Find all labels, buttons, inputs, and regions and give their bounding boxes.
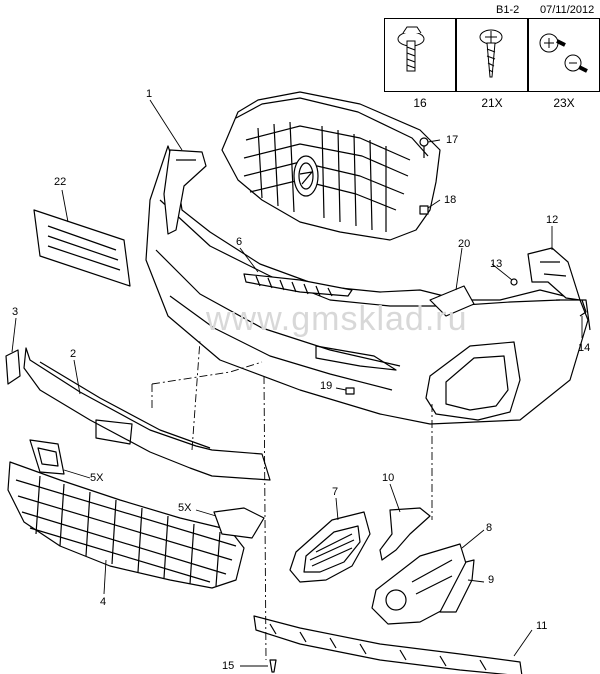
fog-lamp-trim [439,559,475,613]
detail-box-label: 21X [481,96,503,110]
callout-4: 4 [100,596,107,608]
fastener-13 [510,278,518,286]
callout-15: 15 [222,660,235,672]
detail-box-bolt [384,18,456,92]
callout-10: 10 [382,472,395,484]
callout-12: 12 [546,214,559,226]
leader-lines [11,99,583,667]
callout-11: 11 [536,620,548,632]
detail-box-screw [456,18,528,92]
callout-14: 14 [578,342,591,354]
sheet-id: B1-2 [496,4,520,16]
fastener-18 [419,205,429,215]
callout-1: 1 [146,88,153,100]
side-bracket [527,247,581,301]
fastener-14 [579,299,587,317]
callout-5x: 5X [90,472,104,484]
bumper-bracket [163,149,207,235]
lower-trim [23,347,271,481]
lower-grille [7,461,245,589]
bolt-icon [397,26,425,72]
callout-8: 8 [486,522,493,534]
torx-bolt-icon [539,33,588,73]
detail-box-torx-bolt [528,18,600,92]
trim-piece-3 [5,349,21,385]
callout-2: 2 [70,348,77,360]
callout-18: 18 [444,194,457,206]
callout-22: 22 [54,176,67,188]
detail-box-label: 16 [413,96,427,110]
sheet-date: 07/11/2012 [540,4,595,16]
callout-9: 9 [488,574,495,586]
tow-hook-cover [429,285,475,317]
license-plate-bracket [33,209,131,287]
fastener-15 [269,659,277,673]
screw-icon [479,29,503,78]
callout-17: 17 [446,134,459,146]
fastener-19 [345,387,355,395]
emblem-5x [29,439,65,475]
callout-19: 19 [320,380,333,392]
callout-7: 7 [332,486,339,498]
detail-box-label: 23X [553,96,575,110]
center-grille-strip [243,273,353,297]
callout-20: 20 [458,238,471,250]
callout-13: 13 [490,258,503,270]
callout-5x: 5X [178,502,192,514]
upper-grille [221,91,441,241]
fog-lamp-bezel-left [289,511,371,583]
assembly-lines [151,339,433,661]
fog-lamp-bracket [379,507,431,561]
lower-spoiler [253,615,523,674]
watermark: www.gmsklad.ru [206,300,468,338]
front-bumper [145,145,591,425]
callout-3: 3 [12,306,19,318]
callout-6: 6 [236,236,243,248]
insert-5x [213,507,265,539]
